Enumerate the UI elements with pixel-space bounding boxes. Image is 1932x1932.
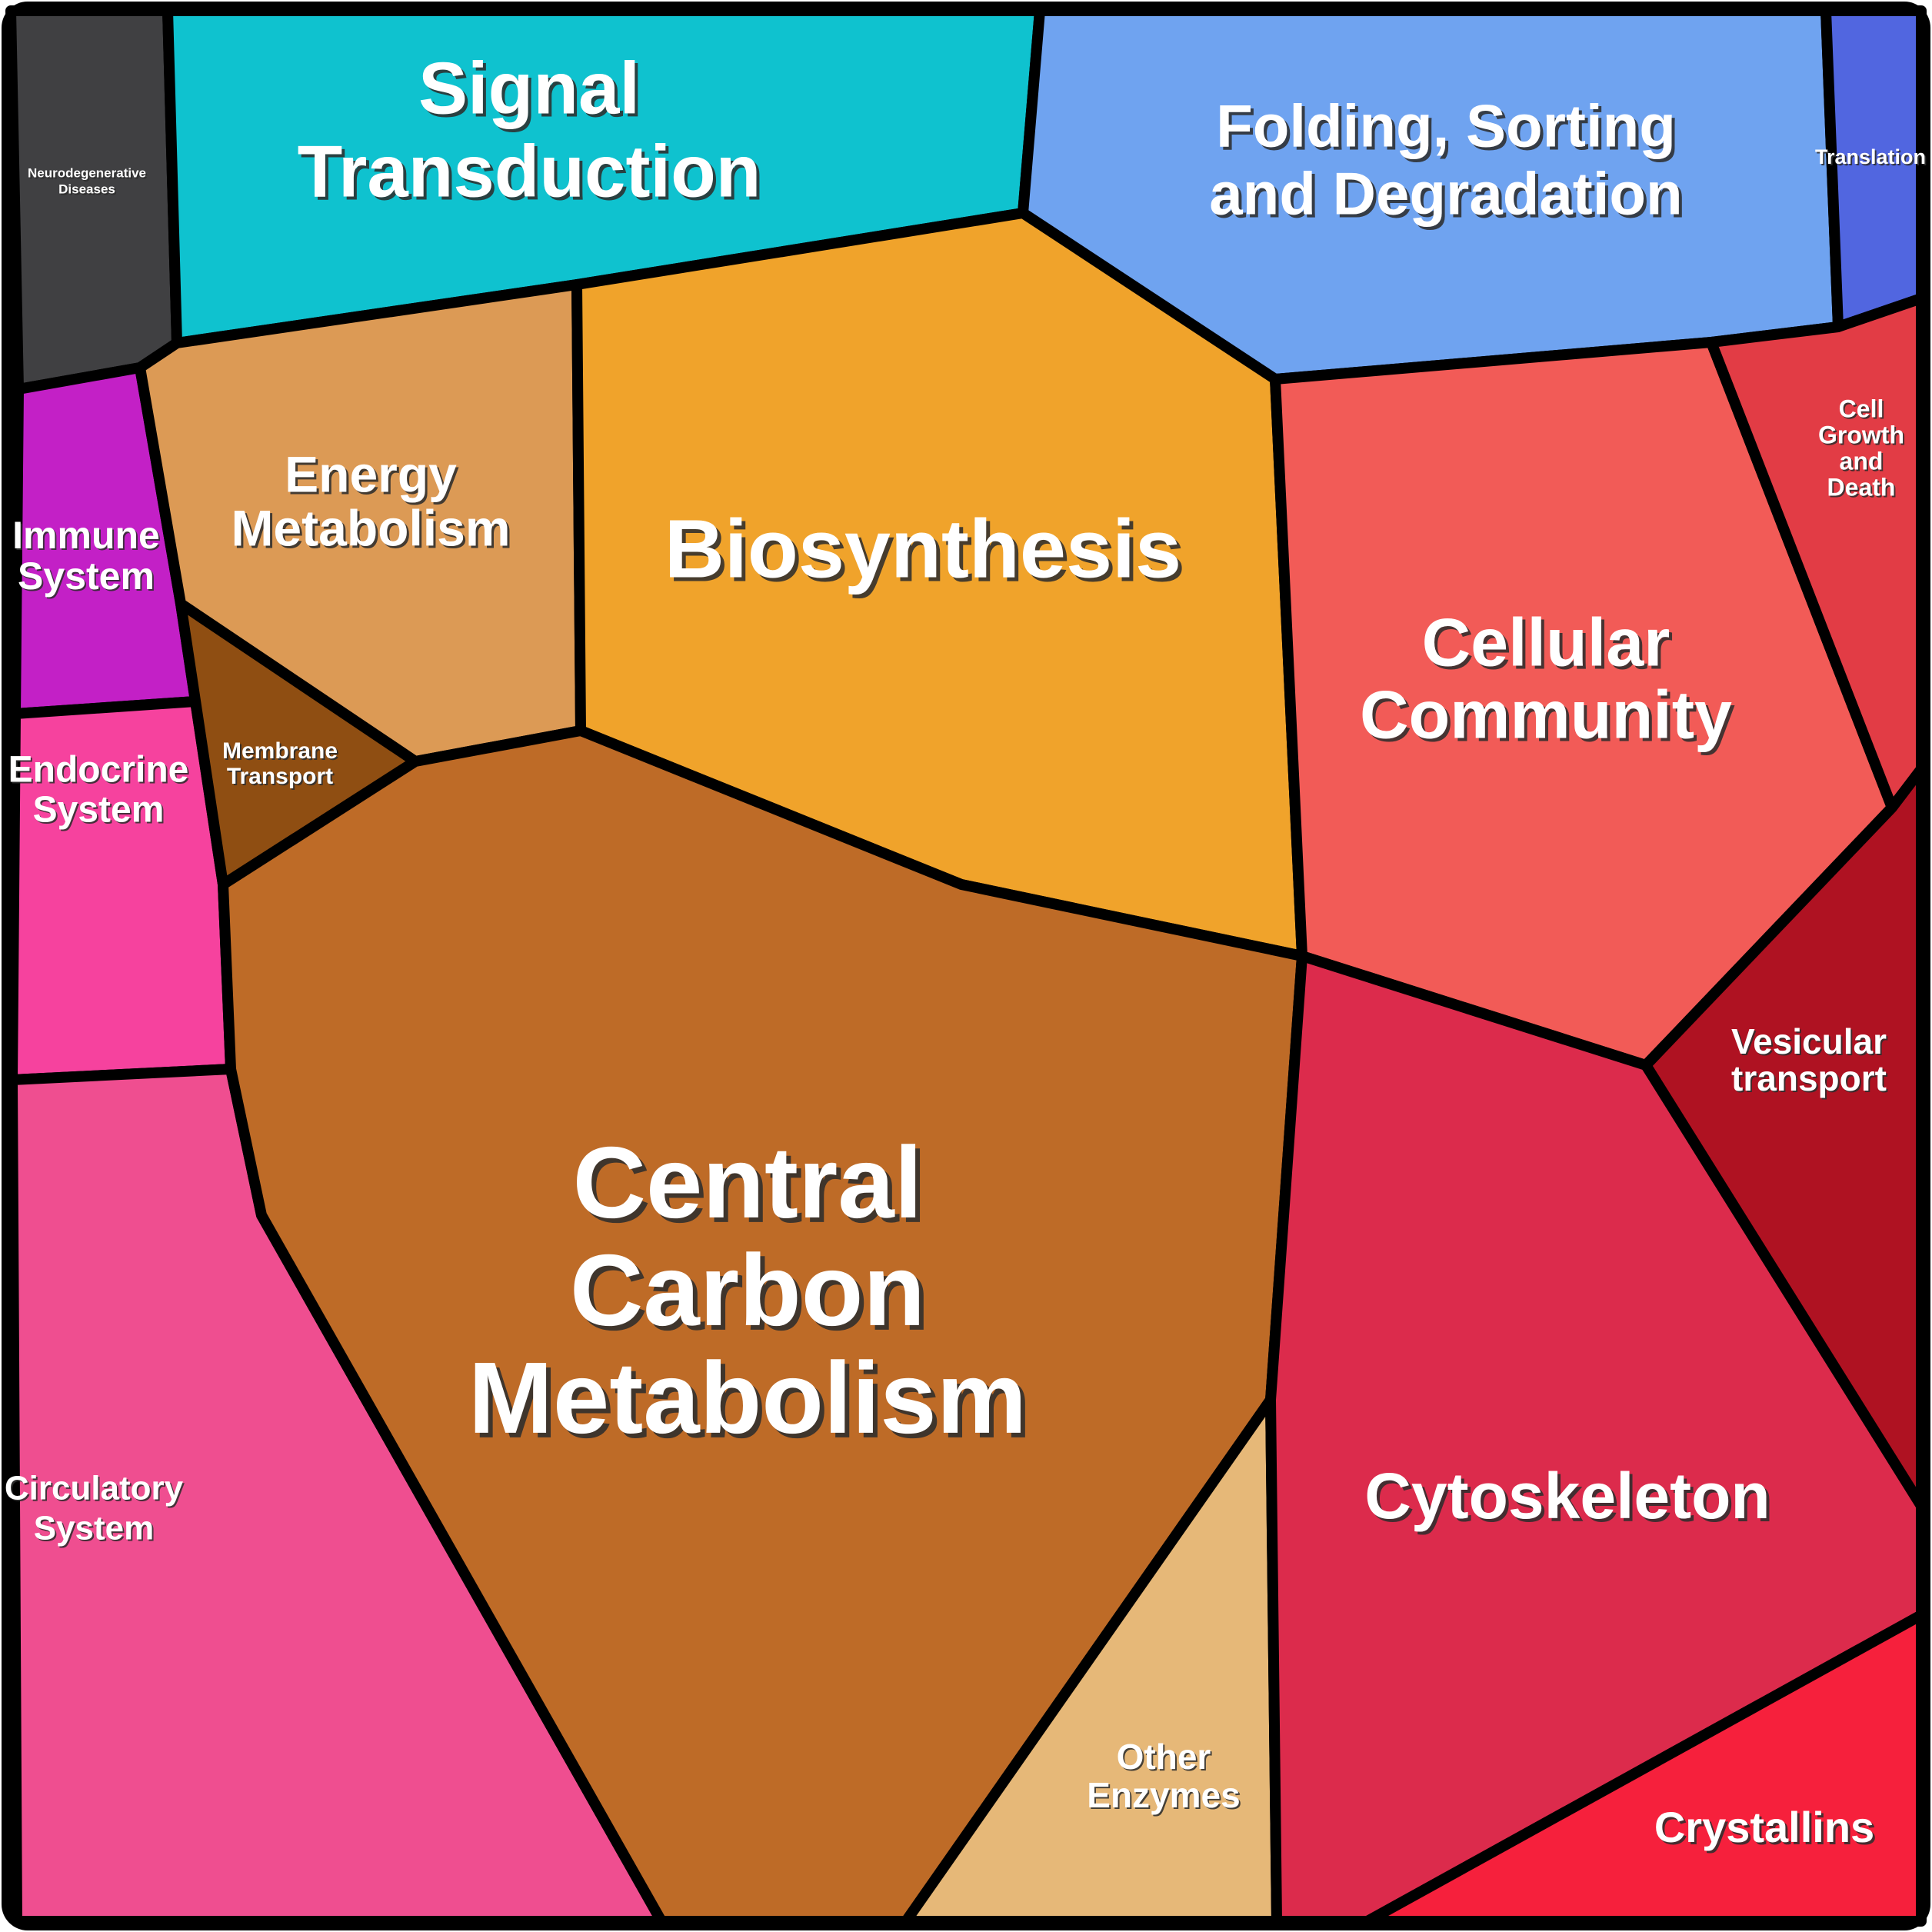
- immune-system-label: Immune: [12, 514, 160, 557]
- energy-metabolism-label-shadow: Metabolism: [233, 501, 512, 558]
- other-enzymes-label: Enzymes: [1087, 1775, 1240, 1815]
- circulatory-system-label-shadow: System: [35, 1511, 156, 1549]
- circulatory-system-label: System: [34, 1510, 155, 1547]
- cell-growth-and-death-label-shadow: Cell: [1840, 396, 1886, 424]
- central-carbon-metabolism-label-shadow: Metabolism: [473, 1346, 1031, 1459]
- crystallins-label-shadow: Crystallins: [1657, 1805, 1877, 1854]
- vesicular-transport-label: Vesicular: [1731, 1021, 1887, 1061]
- folding-sorting-degradation-label-shadow: Folding, Sorting: [1219, 95, 1679, 163]
- endocrine-system-label-shadow: Endocrine: [10, 751, 191, 792]
- neurodegenerative-diseases-label: Diseases: [58, 182, 115, 196]
- central-carbon-metabolism-label-shadow: Carbon: [575, 1238, 930, 1351]
- cytoskeleton-label: Cytoskeleton: [1364, 1460, 1770, 1532]
- other-enzymes-label: Other: [1117, 1737, 1211, 1777]
- cellular-community-label: Cellular: [1422, 604, 1671, 680]
- biosynthesis-label: Biosynthesis: [665, 502, 1181, 595]
- central-carbon-metabolism-label-shadow: Central: [578, 1131, 928, 1244]
- cell-growth-and-death-label: Cell: [1839, 395, 1884, 422]
- cell-growth-and-death-label: Death: [1827, 473, 1896, 501]
- neurodegenerative-diseases-label: Neurodegenerative: [28, 165, 146, 180]
- folding-sorting-degradation-label: and Degradation: [1209, 160, 1682, 228]
- endocrine-system-label: Endocrine: [8, 750, 189, 791]
- immune-system-label-shadow: System: [19, 556, 156, 599]
- endocrine-system-label: System: [33, 790, 165, 831]
- endocrine-system-label-shadow: System: [35, 791, 166, 832]
- crystallins-label: Crystallins: [1654, 1803, 1874, 1851]
- cellular-community-label: Community: [1360, 676, 1732, 752]
- signal-transduction-label-shadow: Signal: [421, 50, 643, 132]
- signal-transduction-label: Signal: [418, 47, 640, 129]
- energy-metabolism-label: Energy: [285, 445, 457, 502]
- cytoskeleton-label-shadow: Cytoskeleton: [1367, 1463, 1773, 1535]
- signal-transduction-label: Transduction: [298, 130, 761, 212]
- immune-system-label-shadow: Immune: [14, 515, 162, 558]
- vesicular-transport-label-shadow: Vesicular: [1733, 1023, 1888, 1063]
- cell-growth-and-death-label-shadow: and: [1841, 448, 1885, 476]
- central-carbon-metabolism-label: Central: [573, 1126, 923, 1239]
- neurodegenerative-diseases-label-shadow: Neurodegenerative: [29, 167, 148, 182]
- other-enzymes-label-shadow: Other: [1118, 1738, 1213, 1778]
- vesicular-transport-label: transport: [1731, 1058, 1887, 1098]
- vesicular-transport-label-shadow: transport: [1733, 1060, 1888, 1100]
- biosynthesis-label-shadow: Biosynthesis: [668, 506, 1185, 599]
- central-carbon-metabolism-label: Carbon: [570, 1234, 925, 1347]
- cellular-community-label-shadow: Cellular: [1425, 607, 1674, 683]
- region-crystallins[interactable]: [1362, 1610, 1927, 1927]
- translation-label-shadow: Translation: [1817, 147, 1927, 170]
- treemap-labels: NeurodegenerativeNeurodegenerativeDiseas…: [5, 47, 1927, 1853]
- region-neurodegenerative-diseases[interactable]: [5, 5, 182, 395]
- cell-growth-and-death-label: Growth: [1818, 421, 1904, 448]
- folding-sorting-degradation-label-shadow: and Degradation: [1212, 163, 1685, 231]
- membrane-transport-label-shadow: Transport: [228, 765, 335, 791]
- energy-metabolism-label: Metabolism: [231, 499, 510, 556]
- circulatory-system-label-shadow: Circulatory: [6, 1471, 185, 1509]
- folding-sorting-degradation-label: Folding, Sorting: [1216, 92, 1676, 160]
- membrane-transport-label-shadow: Membrane: [224, 740, 339, 765]
- translation-label: Translation: [1815, 145, 1926, 168]
- cell-growth-and-death-label-shadow: Death: [1829, 475, 1897, 502]
- region-cell-growth-and-death[interactable]: [1706, 293, 1927, 813]
- energy-metabolism-label-shadow: Energy: [287, 448, 459, 505]
- cell-growth-and-death-label: and: [1840, 447, 1884, 475]
- circulatory-system-label: Circulatory: [5, 1470, 184, 1507]
- membrane-transport-label: Transport: [227, 764, 333, 789]
- membrane-transport-label: Membrane: [222, 738, 338, 764]
- central-carbon-metabolism-label: Metabolism: [468, 1341, 1027, 1454]
- signal-transduction-label-shadow: Transduction: [301, 133, 764, 215]
- immune-system-label: System: [18, 555, 155, 598]
- cell-growth-and-death-label-shadow: Growth: [1820, 422, 1906, 450]
- other-enzymes-label-shadow: Enzymes: [1088, 1777, 1241, 1817]
- treemap-cells: [5, 5, 1927, 1927]
- cellular-community-label-shadow: Community: [1363, 679, 1735, 755]
- neurodegenerative-diseases-label-shadow: Diseases: [60, 183, 117, 198]
